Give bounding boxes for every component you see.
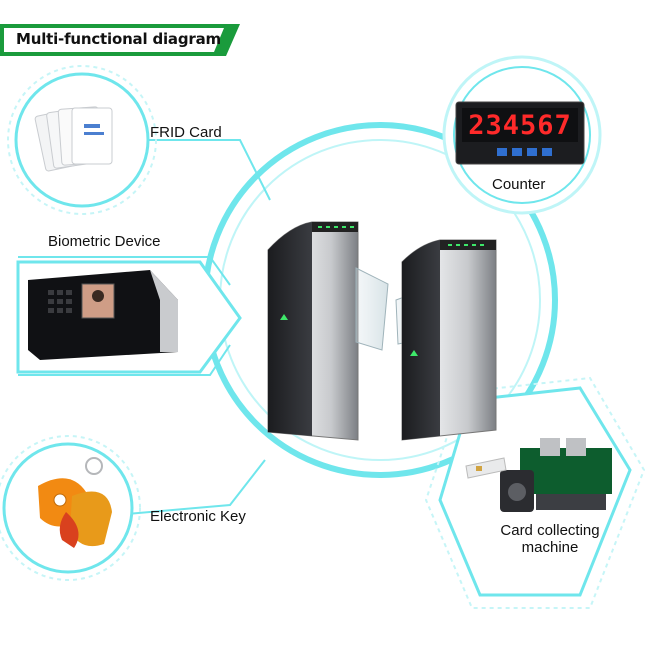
electronic-key-image [38,457,112,548]
connector-lines [18,139,481,516]
card-machine-label: Card collecting machine [480,522,620,556]
counter-label: Counter [492,176,546,193]
counter-device [455,101,585,165]
card-machine-node [424,376,646,609]
frid-card-node [7,65,157,215]
turnstile-gates [267,221,497,441]
counter-readout: 234567 [468,109,572,141]
banner-title: Multi-functional diagram [16,30,221,48]
card-machine-label-line1: Card collecting [500,522,600,539]
biometric-node [16,260,242,374]
card-machine-image [465,438,612,512]
electronic-key-node [0,435,141,581]
frid-card-circle-outer [7,65,157,215]
card-machine-label-line2: machine [521,539,579,556]
electronic-key-label: Electronic Key [150,508,246,525]
biometric-device-label: Biometric Device [48,233,161,250]
counter-node [442,55,602,215]
biometric-device-image [28,270,178,360]
banner-shape [0,24,240,56]
frid-card-image [34,106,113,172]
frid-card-label: FRID Card [150,124,222,141]
